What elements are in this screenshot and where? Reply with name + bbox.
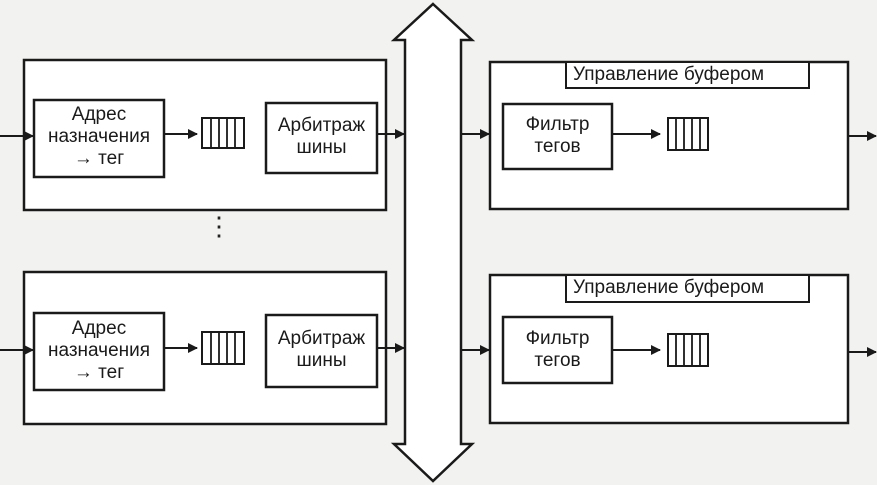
tag-filter-line-2: тегов (534, 350, 581, 371)
buffer-control-header-box (565, 274, 810, 303)
address-to-tag-line-1: Адрес (71, 318, 127, 339)
queue-buffer-icon (201, 117, 245, 149)
address-to-tag-line-2: назначения (47, 126, 151, 147)
tag-filter-line-1: Фильтр (525, 114, 590, 135)
queue-buffer-icon (667, 333, 709, 367)
tag-filter-line-1: Фильтр (525, 328, 590, 349)
bus-arbiter-line-1: Арбитраж (277, 115, 366, 136)
bus-arbiter-line-1: Арбитраж (277, 328, 366, 349)
tag-filter-label: Фильтр тегов (503, 114, 612, 158)
address-to-tag-line-1: Адрес (71, 104, 127, 125)
address-to-tag-line-3: → тег (73, 362, 125, 383)
queue-buffer-icon (667, 117, 709, 151)
address-to-tag-box (32, 311, 166, 392)
input-module-2 (0, 270, 405, 426)
address-to-tag-box (32, 98, 166, 179)
tag-filter-label: Фильтр тегов (503, 328, 612, 372)
bus-arbiter-line-2: шины (296, 350, 347, 371)
bus-arbiter-box (264, 101, 379, 175)
backplane-bus-arrow (390, 2, 476, 483)
input-module-1 (0, 58, 405, 212)
address-to-tag-line-2: назначения (47, 340, 151, 361)
tag-filter-box (501, 102, 614, 171)
address-to-tag-label: Адрес назначения → тег (34, 318, 164, 384)
output-module-1 (461, 60, 877, 211)
bus-arbiter-line-2: шины (296, 137, 347, 158)
bus-arbiter-label: Арбитраж шины (266, 328, 377, 372)
bus-arbiter-label: Арбитраж шины (266, 115, 377, 159)
tag-filter-line-2: тегов (534, 136, 581, 157)
more-modules-ellipsis: ⋮ (206, 211, 232, 241)
address-to-tag-line-3: → тег (73, 148, 125, 169)
buffer-control-header-box (565, 61, 810, 89)
buffer-control-header: Управление буфером (573, 64, 765, 85)
queue-buffer-icon (201, 331, 245, 365)
bus-arbiter-box (264, 313, 379, 389)
output-module-2 (461, 273, 877, 425)
buffer-control-header: Управление буфером (573, 277, 765, 298)
address-to-tag-label: Адрес назначения → тег (34, 104, 164, 170)
